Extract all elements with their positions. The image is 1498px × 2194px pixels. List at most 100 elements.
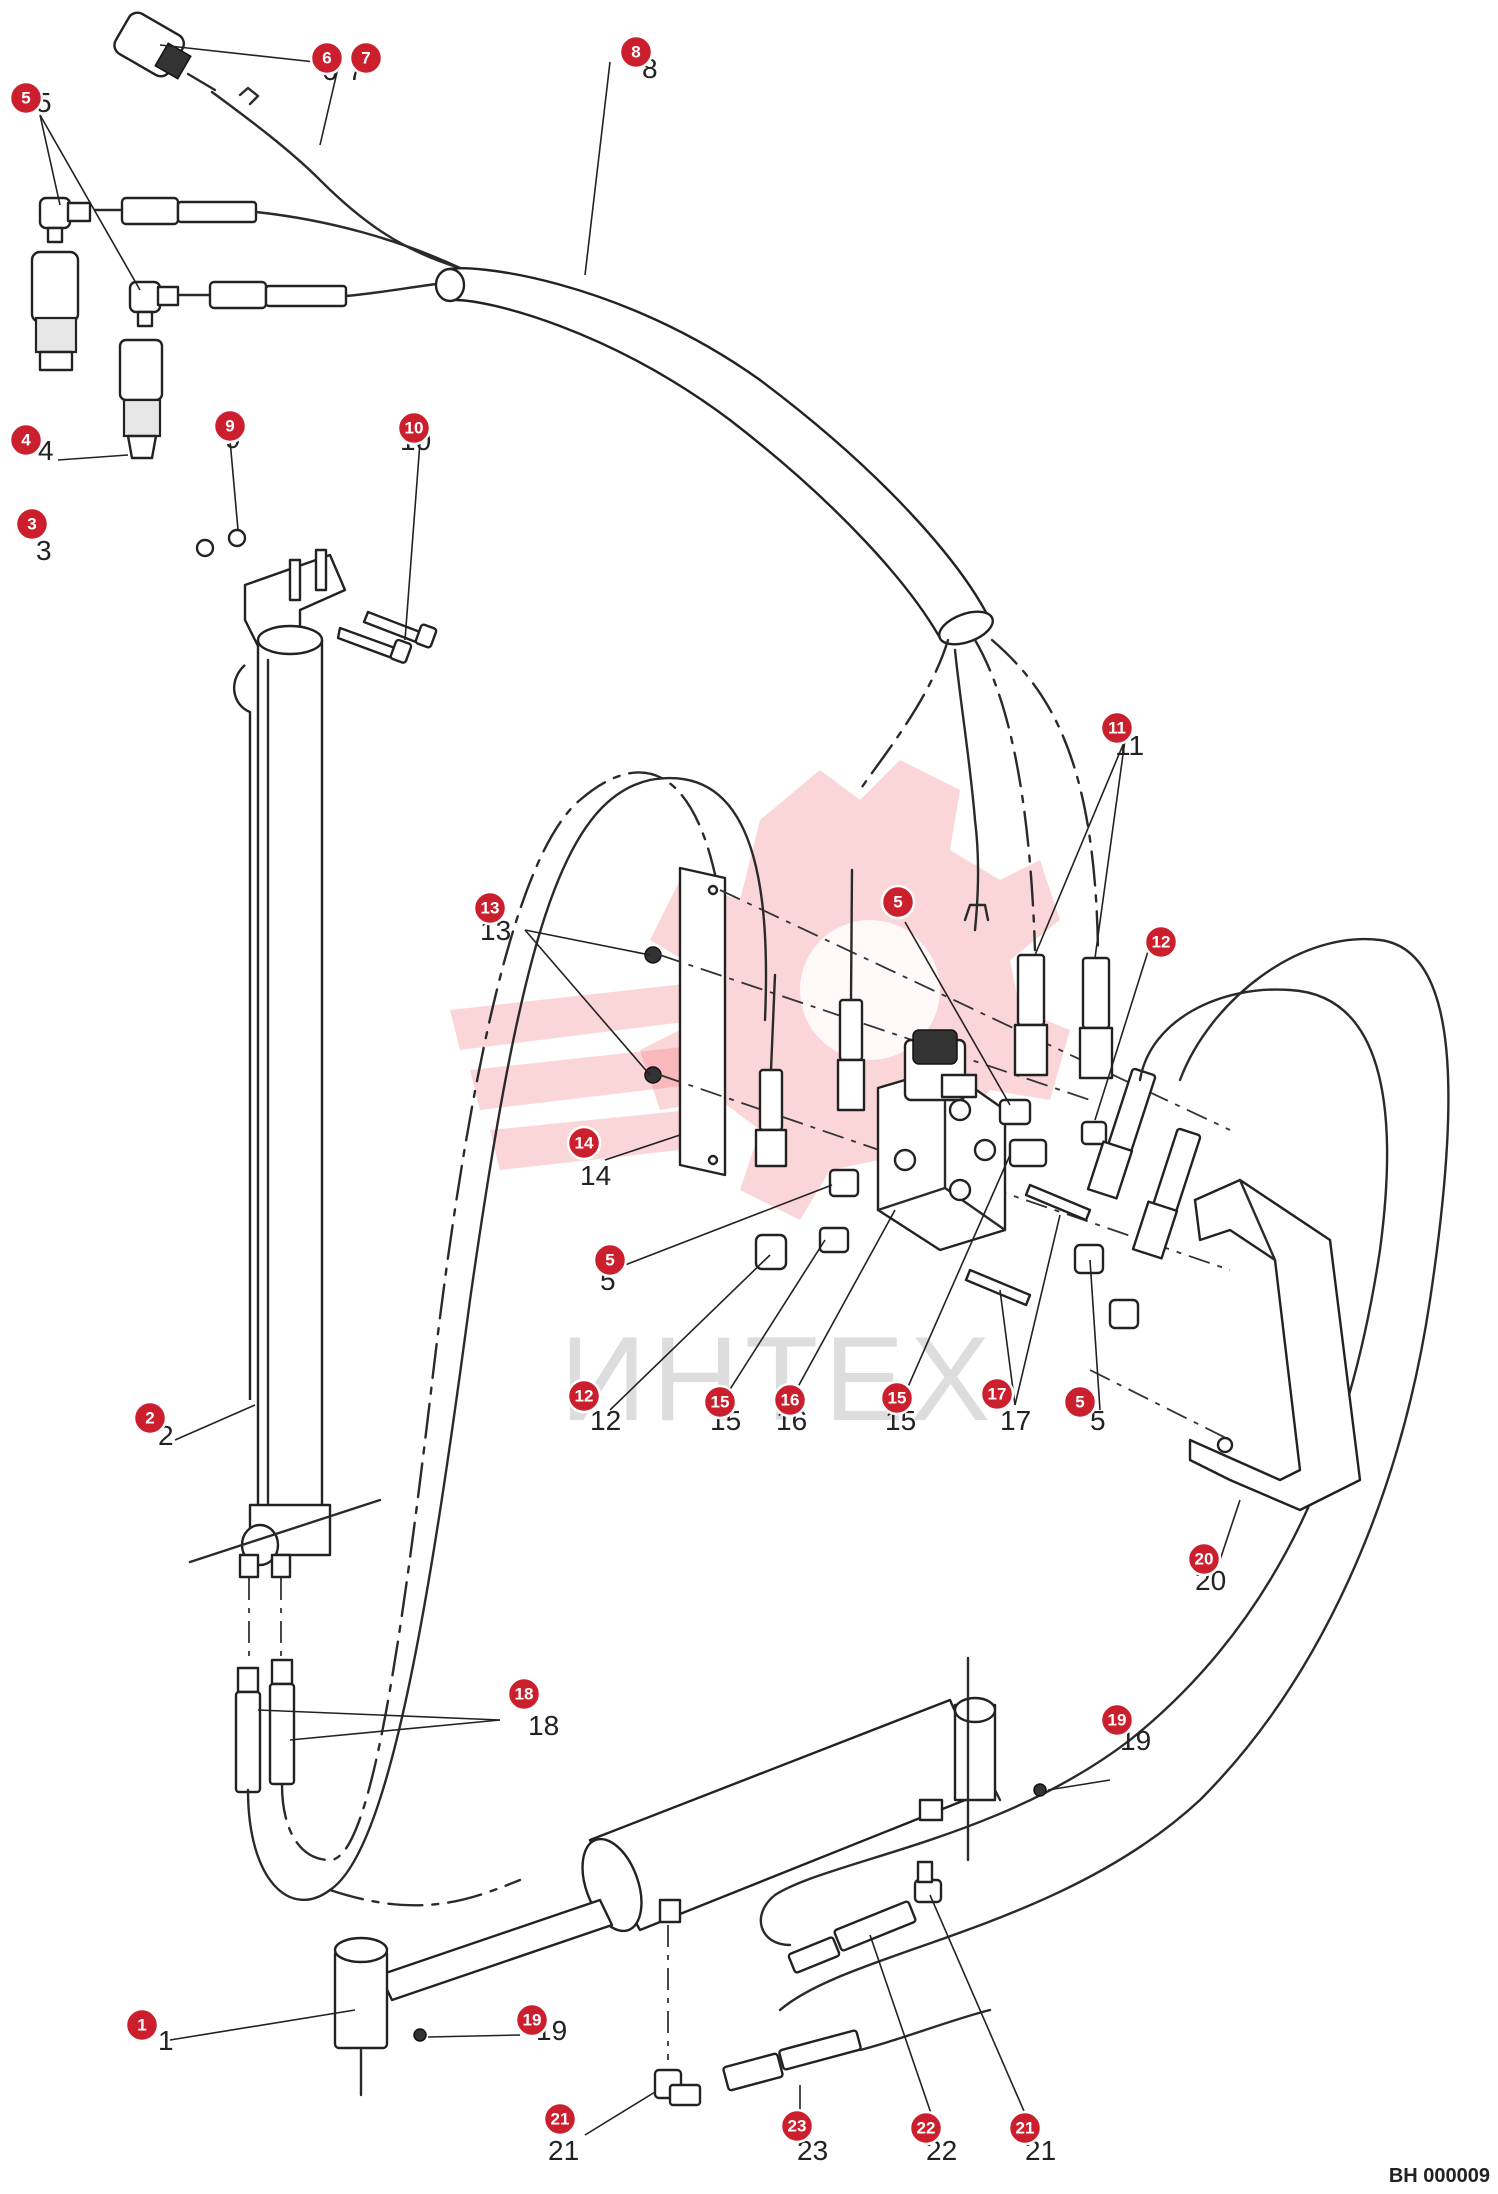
svg-text:7: 7 (361, 49, 370, 68)
svg-text:8: 8 (631, 43, 640, 62)
hose-ends-18 (234, 1658, 296, 1794)
svg-text:17: 17 (988, 1385, 1007, 1404)
drawing-code-label: BH 000009 (1388, 2165, 1490, 2187)
hose-fittings-center (754, 868, 1114, 1168)
hydraulic-cylinder-1 (333, 1656, 1002, 2097)
callout-badge: 11 (1099, 710, 1135, 746)
svg-text:11: 11 (1108, 719, 1126, 738)
svg-text:2: 2 (145, 1409, 154, 1428)
callout-badge: 2 (132, 1400, 168, 1436)
part-number-12: 12 (590, 1405, 621, 1436)
part-number-5: 5 (1090, 1405, 1106, 1436)
callout-badge: 1 (124, 2007, 160, 2043)
hose-11-a (973, 638, 1037, 952)
svg-text:12: 12 (575, 1387, 594, 1406)
leader-lines (39, 44, 1241, 2136)
callout-badge: 20 (1186, 1541, 1222, 1577)
callout-badge: 15 (879, 1380, 915, 1416)
callout-badge: 23 (779, 2108, 815, 2144)
svg-text:5: 5 (605, 1251, 614, 1270)
callout-badge: 8 (618, 34, 654, 70)
svg-text:13: 13 (481, 899, 500, 918)
callout-badge: 12 (1143, 924, 1179, 960)
svg-text:6: 6 (322, 49, 331, 68)
callout-badge: 5 (880, 884, 916, 920)
svg-text:3: 3 (27, 515, 36, 534)
callout-badge: 14 (566, 1125, 602, 1161)
callout-badge: 15 (702, 1384, 738, 1420)
hose-loop-right (778, 937, 1450, 2012)
svg-text:9: 9 (225, 417, 234, 436)
svg-text:19: 19 (1108, 1711, 1127, 1730)
callout-badge: 5 (8, 80, 44, 116)
svg-text:12: 12 (1152, 933, 1171, 952)
part-number-3: 3 (36, 535, 52, 566)
fittings-15-12-5 (754, 1098, 1140, 1330)
callout-badge: 10 (396, 410, 432, 446)
callout-badge: 21 (1007, 2110, 1043, 2146)
hose-left-from-sleeve (858, 638, 950, 792)
svg-text:21: 21 (1016, 2119, 1035, 2138)
svg-text:1: 1 (137, 2016, 146, 2035)
callout-badge: 6 (309, 40, 345, 76)
watermark-text: ИНТЕХ (560, 1312, 996, 1446)
protective-sleeve-8 (434, 267, 994, 646)
elbow-fitting-5-top (38, 196, 180, 328)
bolts-17 (964, 1183, 1092, 1307)
electrical-cable-7 (210, 90, 462, 270)
callout-badge: 16 (772, 1382, 808, 1418)
svg-text:15: 15 (888, 1389, 907, 1408)
coupler-3 (118, 338, 164, 460)
hose-wire-down (953, 648, 980, 932)
callout-badge: 5 (1062, 1384, 1098, 1420)
svg-text:15: 15 (711, 1393, 730, 1412)
part-number-14: 14 (580, 1160, 611, 1191)
callout-badge: 4 (8, 422, 44, 458)
hydraulic-cylinder-2 (188, 624, 382, 1579)
quick-coupler-connector (113, 11, 217, 92)
callout-badge: 18 (506, 1676, 542, 1712)
svg-text:16: 16 (781, 1391, 800, 1410)
part-number-17: 17 (1000, 1405, 1031, 1436)
svg-text:14: 14 (575, 1134, 594, 1153)
part-number-21: 21 (548, 2135, 579, 2166)
callout-badge: 9 (212, 408, 248, 444)
callout-badge: 13 (472, 890, 508, 926)
callout-badge: 7 (348, 40, 384, 76)
callout-badge: 19 (1099, 1702, 1135, 1738)
mounting-plate-14 (678, 866, 727, 1177)
svg-text:23: 23 (788, 2117, 807, 2136)
svg-text:21: 21 (551, 2110, 570, 2129)
callout-badge: 5 (592, 1242, 628, 1278)
coupler-4 (30, 250, 80, 372)
part-number-18: 18 (528, 1710, 559, 1741)
valve-block-16 (876, 1029, 1007, 1252)
hose-fittings-right (1086, 1067, 1202, 1260)
svg-text:10: 10 (405, 419, 424, 438)
svg-text:4: 4 (21, 431, 31, 450)
fittings-21-22-23 (653, 1860, 943, 2107)
callout-badge: 12 (566, 1378, 602, 1414)
callout-badges: 6 7 8 5 4 3 9 10 11 5 12 13 14 5 12 15 1… (8, 34, 1222, 2146)
bracket-20 (1188, 1178, 1362, 1512)
hose-loop-left (246, 776, 768, 1901)
part-number-1: 1 (158, 2025, 174, 2056)
callout-badge: 3 (14, 506, 50, 542)
callout-badge: 17 (979, 1376, 1015, 1412)
svg-text:20: 20 (1195, 1550, 1214, 1569)
svg-text:5: 5 (1075, 1393, 1084, 1412)
svg-text:19: 19 (523, 2011, 542, 2030)
bolts-10 (336, 610, 438, 664)
svg-text:18: 18 (515, 1685, 534, 1704)
callout-badge: 21 (542, 2101, 578, 2137)
svg-text:22: 22 (917, 2119, 936, 2138)
svg-text:5: 5 (21, 89, 30, 108)
svg-text:5: 5 (893, 893, 902, 912)
bracket-with-nuts-9 (195, 528, 347, 652)
grease-nipples-19 (413, 1783, 1047, 2042)
hose-11-b (990, 638, 1100, 952)
callout-badge: 22 (908, 2110, 944, 2146)
hose-bundle-upper (93, 196, 462, 310)
callout-badge: 19 (514, 2002, 550, 2038)
